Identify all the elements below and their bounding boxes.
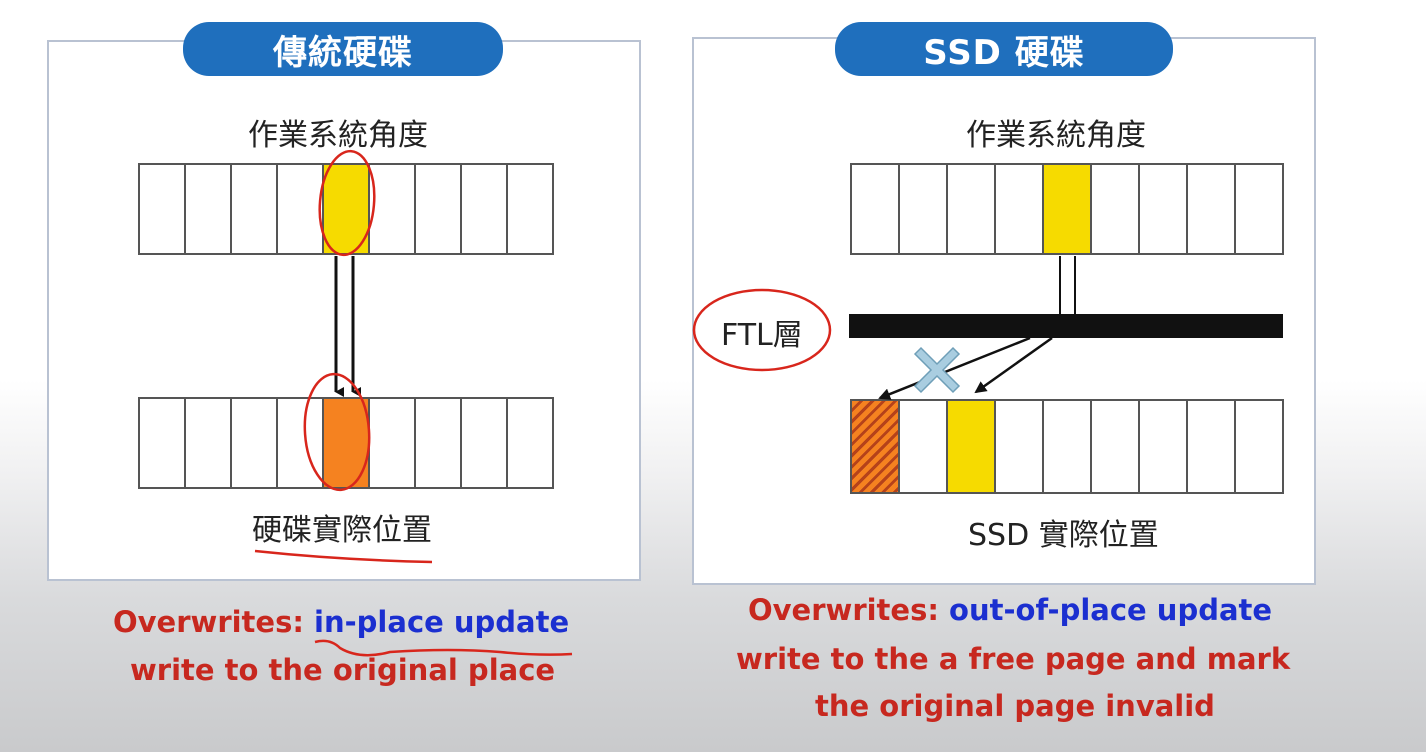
left-panel [47,40,641,581]
page-cell [506,163,554,255]
page-cell [368,163,416,255]
right-caption-line3: the original page invalid [815,689,1215,723]
caption-prefix: Overwrites: [748,593,950,627]
left-panel-title: 傳統硬碟 [183,22,503,76]
page-cell [276,163,324,255]
page-cell [994,163,1044,255]
page-cell [460,397,508,489]
arrow-icon [878,336,1053,400]
ftl-label: FTL層 [721,318,803,353]
page-cell [138,397,186,489]
caption-highlight: in-place update [314,605,570,639]
page-cell [460,163,508,255]
right-top-row [850,163,1284,255]
page-cell [850,163,900,255]
left-top-label: 作業系統角度 [248,118,428,153]
page-cell [506,397,554,489]
annotation-underline [254,549,433,564]
annotation-circle [318,149,376,257]
page-cell [1234,399,1284,494]
left-top-row [138,163,554,255]
annotation-circle [303,372,371,492]
page-cell [1186,163,1236,255]
left-caption-line1: Overwrites: in-place update [113,605,569,639]
page-cell [138,163,186,255]
left-bottom-label: 硬碟實際位置 [252,513,432,548]
right-bottom-row [850,399,1284,494]
right-caption-line2: write to the a free page and mark [736,642,1291,676]
page-cell [230,397,278,489]
annotation-underline [314,639,573,657]
cross-x-icon [913,346,961,394]
right-caption-line1: Overwrites: out-of-place update [748,593,1272,627]
page-cell-highlighted [322,163,370,255]
right-panel-title: SSD 硬碟 [835,22,1173,76]
annotation-circle [692,288,832,372]
page-cell [898,163,948,255]
right-bottom-label: SSD 實際位置 [968,518,1159,553]
ftl-layer-bar [849,314,1283,338]
left-caption-line2: write to the original place [130,653,556,687]
right-top-label: 作業系統角度 [966,118,1146,153]
ftl-connector [1059,256,1076,314]
caption-highlight: out-of-place update [949,593,1273,627]
page-cell [1234,163,1284,255]
page-cell-new-write [946,399,996,494]
page-cell [1042,399,1092,494]
arrow-icon [334,256,361,397]
caption-prefix: Overwrites: [113,605,315,639]
